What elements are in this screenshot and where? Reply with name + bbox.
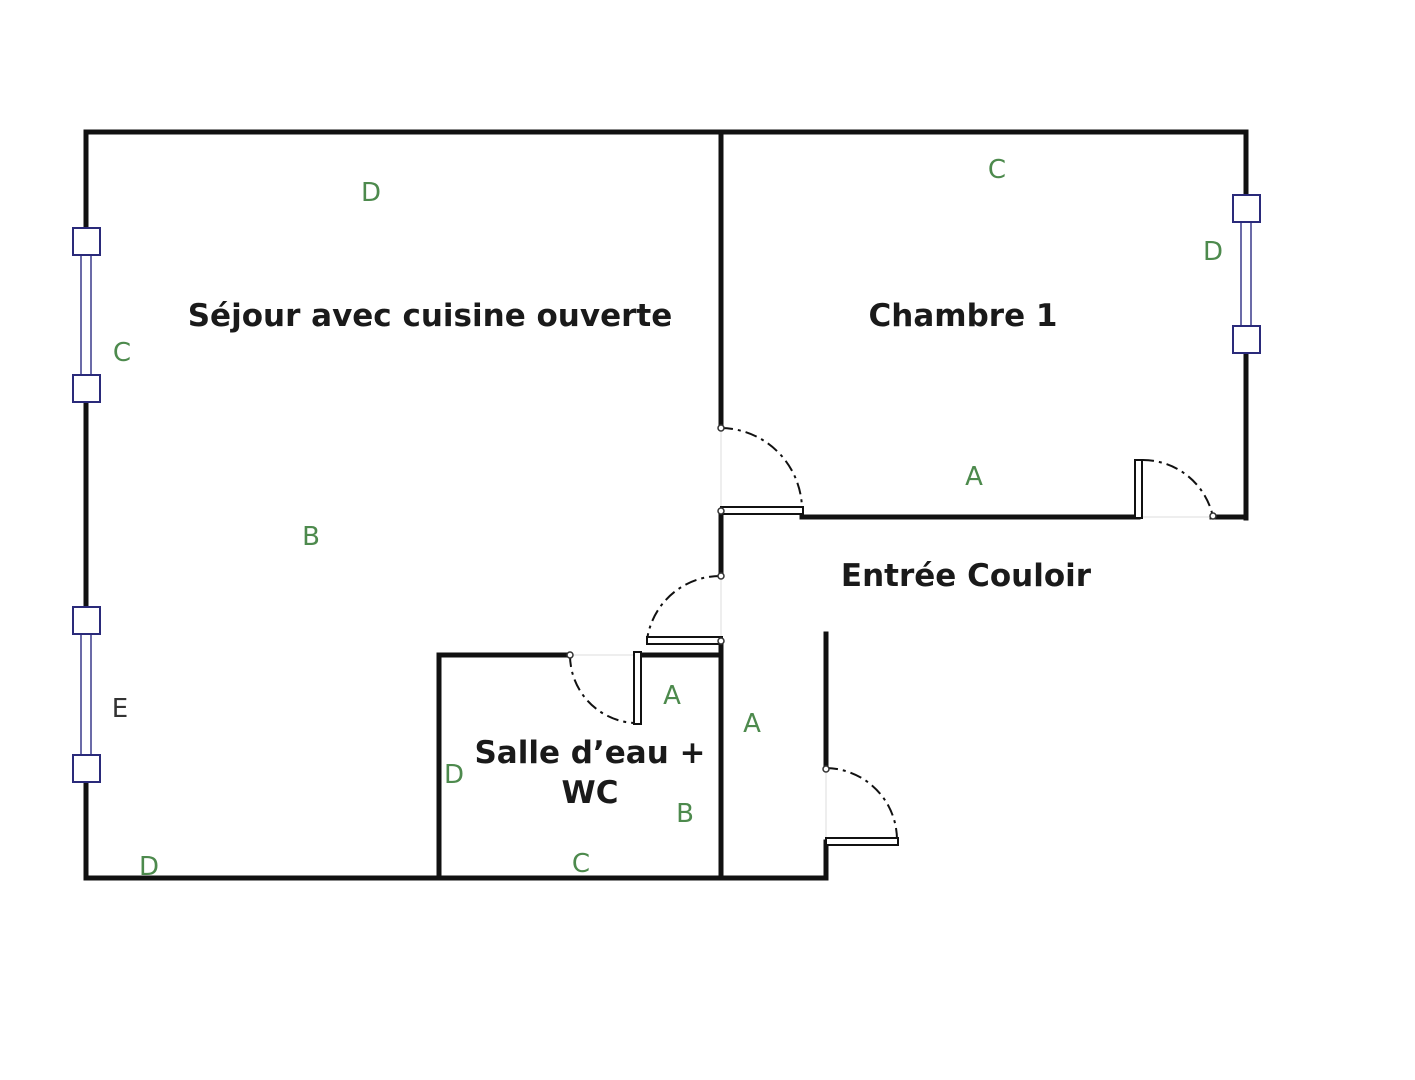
wall-letter-salle-bottom: C — [572, 849, 590, 879]
room-label-sejour: Séjour avec cuisine ouverte — [188, 298, 673, 334]
window-chambre — [1232, 194, 1261, 354]
window-sejour-bottom — [72, 606, 101, 783]
room-label-salle-line2: WC — [562, 775, 619, 811]
room-label-chambre: Chambre 1 — [869, 298, 1058, 334]
room-label-entree: Entrée Couloir — [841, 558, 1092, 594]
wall-letter-chambre-bottom: A — [965, 462, 983, 492]
wall-letter-couloir-left: A — [743, 709, 761, 739]
wall-letter-salle-left: D — [444, 760, 464, 790]
wall-letter-sejour-window-top: C — [113, 338, 131, 368]
wall-letter-sejour-bottom: D — [139, 852, 159, 882]
door-salle-sejour — [646, 572, 725, 645]
wall-letter-sejour-top: D — [361, 178, 381, 208]
door-chambre — [1134, 458, 1217, 520]
wall-letter-chambre-top: C — [988, 155, 1006, 185]
room-label-salle-line1: Salle d’eau + — [474, 735, 705, 771]
wall-letter-salle-top-right: A — [663, 681, 681, 711]
window-sejour-top — [72, 227, 101, 403]
wall-letter-chambre-right: D — [1203, 237, 1223, 267]
door-sejour-couloir — [717, 424, 804, 515]
wall-letter-sejour-center: B — [302, 522, 320, 552]
walls — [83, 129, 1249, 881]
door-entree — [822, 765, 899, 846]
door-salle-eau — [566, 651, 642, 725]
wall-letter-salle-right: B — [676, 799, 694, 829]
wall-letter-sejour-window-bottom: E — [112, 694, 128, 724]
